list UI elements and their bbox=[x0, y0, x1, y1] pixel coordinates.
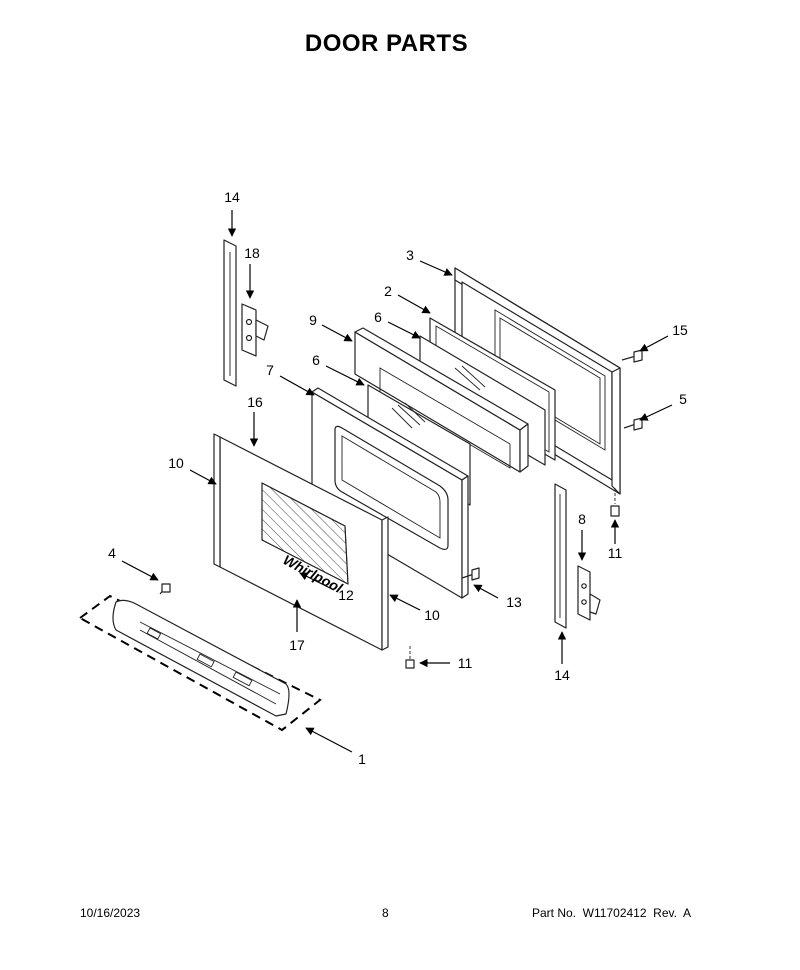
hinge-channel-part-14-left bbox=[223, 239, 237, 387]
callout-1: 1 bbox=[358, 751, 366, 767]
callout-13: 13 bbox=[506, 594, 522, 610]
callout-11-lower: 11 bbox=[458, 655, 473, 671]
screw-part-5 bbox=[623, 417, 643, 431]
callout-14-left: 14 bbox=[224, 189, 240, 205]
callout-18: 18 bbox=[244, 245, 260, 261]
callout-6-upper: 6 bbox=[374, 309, 382, 325]
callout-17: 17 bbox=[289, 637, 305, 653]
callout-labels: 14 18 3 2 6 9 15 6 7 5 16 10 8 11 4 12 1… bbox=[108, 189, 688, 767]
callout-10-left: 10 bbox=[168, 455, 184, 471]
insulation-panel-part-9 bbox=[354, 327, 529, 473]
callout-15: 15 bbox=[672, 322, 688, 338]
screw-part-11-lower bbox=[405, 646, 415, 669]
callout-9: 9 bbox=[309, 312, 317, 328]
footer-date: 10/16/2023 bbox=[80, 906, 141, 920]
outer-door-panel-part-16: Whirlpool bbox=[213, 433, 389, 651]
callout-6-lower: 6 bbox=[312, 352, 320, 368]
callout-10-right: 10 bbox=[424, 607, 440, 623]
leader-lines bbox=[121, 210, 673, 753]
callout-5: 5 bbox=[679, 391, 687, 407]
callout-7: 7 bbox=[266, 362, 274, 378]
footer-part-number: Part No. W11702412 Rev. A bbox=[532, 906, 691, 920]
callout-2: 2 bbox=[384, 283, 392, 299]
screw-part-11-right bbox=[610, 488, 620, 517]
page-title: DOOR PARTS bbox=[304, 30, 469, 57]
hinge-part-8 bbox=[577, 565, 601, 621]
callout-12: 12 bbox=[338, 587, 354, 603]
door-handle-part-1 bbox=[78, 594, 322, 732]
callout-16: 16 bbox=[247, 394, 263, 410]
callout-8: 8 bbox=[578, 511, 586, 527]
screw-part-4 bbox=[159, 583, 171, 595]
hinge-channel-part-14-right bbox=[554, 483, 567, 629]
glass-frame-part-7 bbox=[311, 387, 469, 599]
callout-14-right: 14 bbox=[554, 667, 570, 683]
callout-3: 3 bbox=[406, 247, 414, 263]
footer-page-number: 8 bbox=[382, 906, 389, 920]
screw-part-13 bbox=[461, 567, 480, 581]
hinge-part-18 bbox=[241, 303, 269, 357]
callout-11-right: 11 bbox=[608, 545, 623, 561]
screw-part-15 bbox=[621, 349, 643, 363]
callout-4: 4 bbox=[108, 545, 116, 561]
